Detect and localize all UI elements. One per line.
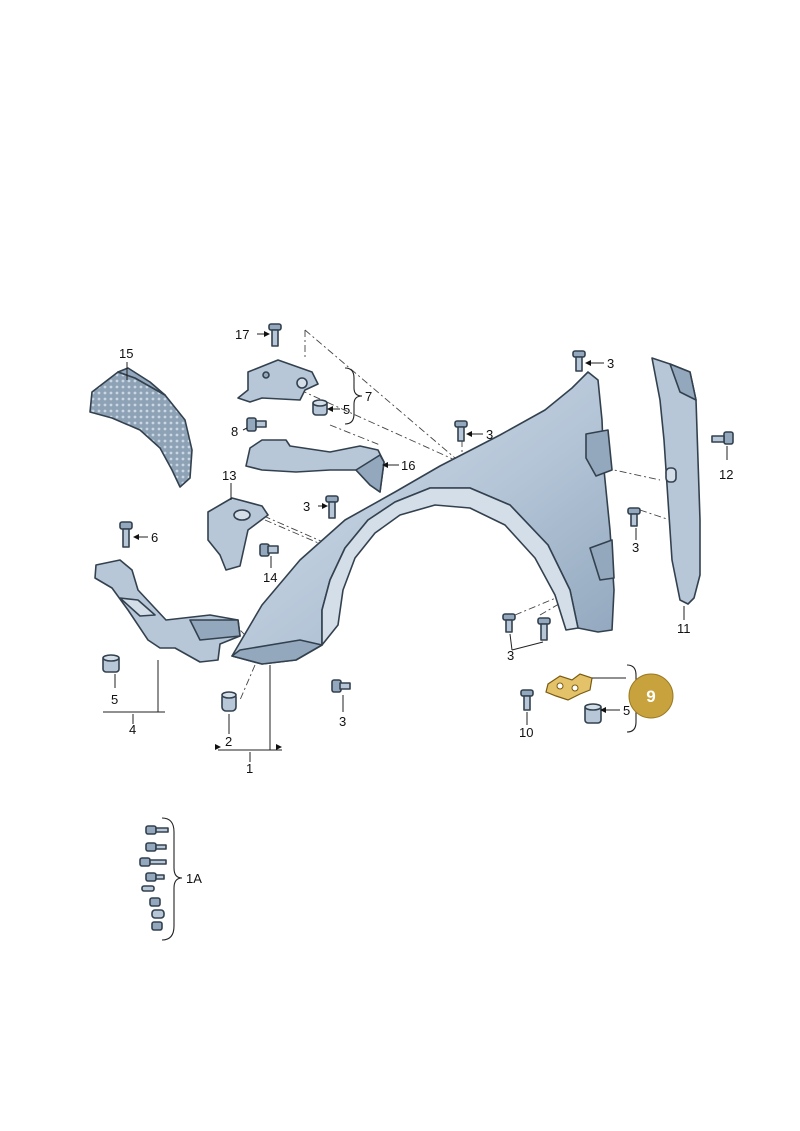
- screw-14: [259, 543, 279, 557]
- label-5-upper: 5: [343, 402, 350, 417]
- part-9-highlighted-bracket: [545, 673, 593, 701]
- screw-3-upper-mid: [454, 420, 468, 442]
- label-16: 16: [401, 458, 415, 473]
- label-1: 1: [246, 761, 253, 776]
- label-3-right: 3: [632, 540, 639, 555]
- label-13: 13: [222, 468, 236, 483]
- label-3-center: 3: [303, 499, 310, 514]
- part-1a-hardware-set: [139, 825, 169, 931]
- label-5-left: 5: [111, 692, 118, 707]
- screw-8: [246, 417, 267, 432]
- part-13-bracket: [207, 497, 269, 571]
- screw-10: [520, 689, 534, 711]
- part-7-upper-bracket: [237, 359, 319, 403]
- clip-2: [221, 691, 237, 712]
- label-14: 14: [263, 570, 277, 585]
- highlight-badge-9: 9: [628, 673, 674, 719]
- label-8: 8: [231, 424, 238, 439]
- label-3-top: 3: [607, 356, 614, 371]
- screw-3-lower-a: [502, 613, 516, 633]
- part-16-guide-bracket: [245, 439, 385, 493]
- clip-nut-5-upper: [312, 399, 328, 416]
- label-5-right: 5: [623, 703, 630, 718]
- screw-3-center: [325, 495, 339, 519]
- part-11-seal-strip: [651, 357, 701, 605]
- label-12: 12: [719, 467, 733, 482]
- label-3-bottom: 3: [339, 714, 346, 729]
- label-7: 7: [365, 389, 372, 404]
- screw-3-bottom: [331, 679, 351, 693]
- label-1a: 1A: [186, 871, 202, 886]
- screw-17: [268, 323, 282, 347]
- screw-3-top: [572, 350, 586, 372]
- clip-nut-5-left: [102, 654, 120, 673]
- label-3-upper-mid: 3: [486, 427, 493, 442]
- label-6: 6: [151, 530, 158, 545]
- label-3-lower: 3: [507, 648, 514, 663]
- label-4: 4: [129, 722, 136, 737]
- screw-6: [119, 521, 133, 548]
- label-10: 10: [519, 725, 533, 740]
- label-15: 15: [119, 346, 133, 361]
- screw-3-lower-b: [537, 617, 551, 641]
- screw-3-right: [627, 507, 641, 527]
- highlight-badge-label: 9: [646, 687, 655, 706]
- leader-lines: [103, 331, 728, 762]
- label-11: 11: [677, 621, 691, 636]
- screw-12: [711, 431, 734, 445]
- part-4-lower-bracket: [94, 559, 241, 663]
- part-15-arch-liner-segment: [89, 367, 193, 488]
- callout-labels: 17 15 5 7 8 16 13 3 14 6 3 3 12 3 11 3 3…: [111, 327, 733, 886]
- label-17: 17: [235, 327, 249, 342]
- clip-nut-5-right: [584, 703, 602, 724]
- label-2: 2: [225, 734, 232, 749]
- part-1-front-fender: [231, 371, 615, 665]
